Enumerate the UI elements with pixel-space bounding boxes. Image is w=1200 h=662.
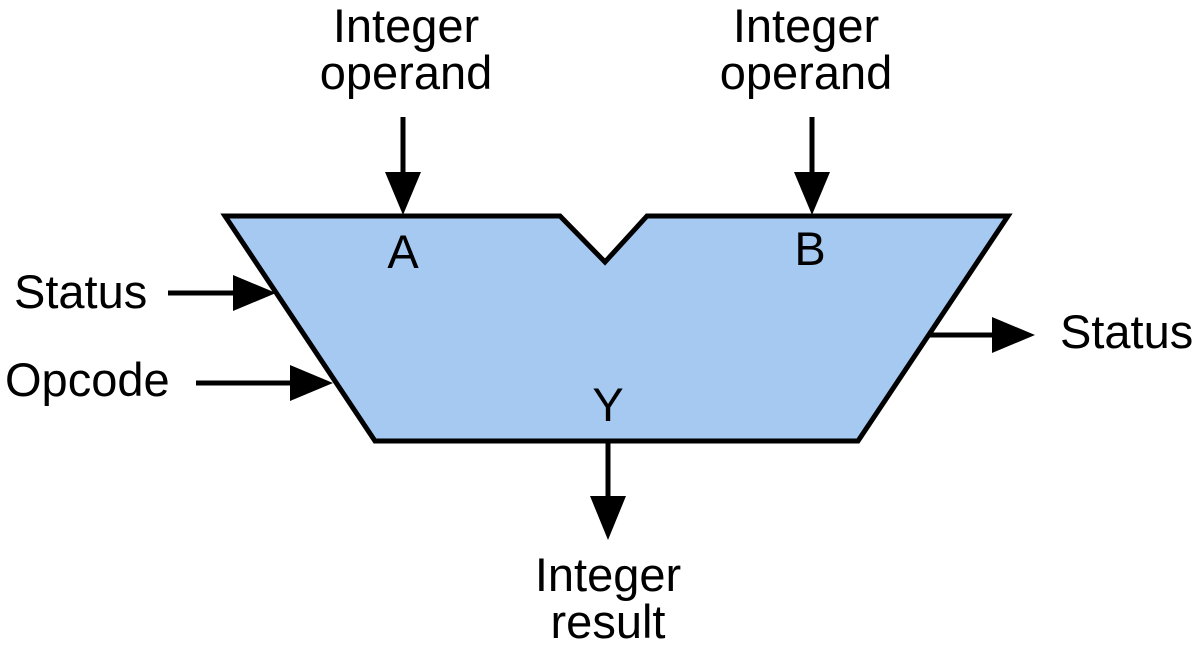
operand-a-arrow-icon <box>385 117 421 215</box>
operand-a-label: Integer operand <box>319 0 493 99</box>
result-label: Integer result <box>534 548 682 648</box>
alu-body <box>220 213 1013 444</box>
operand-b-label: Integer operand <box>719 0 893 99</box>
operand-b-arrow-icon <box>794 117 830 215</box>
status-out-arrow-icon <box>928 317 1035 353</box>
status-in-label: Status <box>14 265 148 318</box>
result-arrow-icon <box>590 441 626 540</box>
opcode-in-arrow-icon <box>196 365 333 401</box>
status-in-arrow-icon <box>168 275 276 311</box>
opcode-in-label: Opcode <box>5 353 170 406</box>
port-y-label: Y <box>592 378 624 431</box>
port-a-label: A <box>387 225 419 278</box>
port-b-label: B <box>794 222 826 275</box>
status-out-label: Status <box>1060 305 1194 358</box>
